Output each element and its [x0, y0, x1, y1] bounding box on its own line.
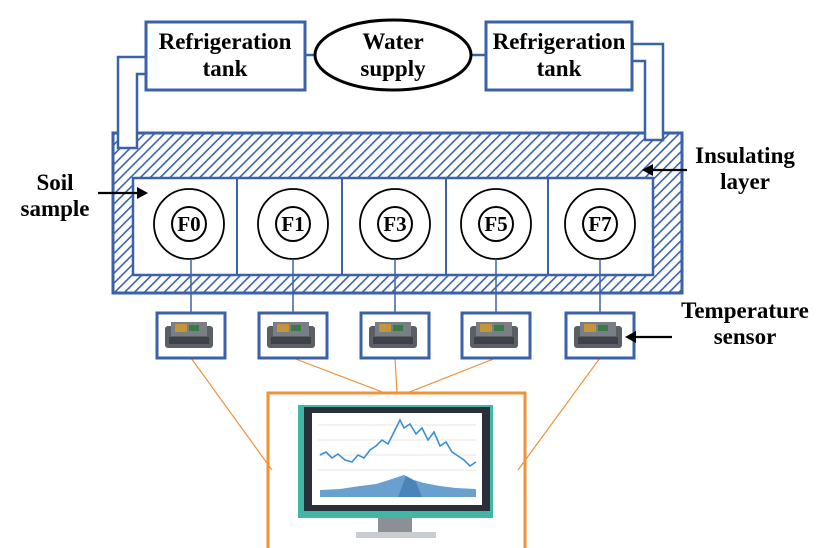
soil-sample-annotation: Soil sample	[21, 170, 148, 221]
sensor-device	[359, 311, 431, 360]
sample-label-f5: F5	[484, 212, 507, 236]
sample-label-f7: F7	[588, 212, 611, 236]
sensor-device	[460, 311, 532, 360]
right-tank-label-line2: tank	[537, 56, 582, 81]
sample-f7: F7	[564, 188, 636, 260]
temperature-sensor-label-line2: sensor	[714, 324, 777, 349]
left-tank-label-line1: Refrigeration	[159, 29, 292, 54]
left-pipe	[116, 55, 146, 150]
soil-sample-label-line1: Soil	[36, 170, 73, 195]
sample-label-f1: F1	[281, 212, 304, 236]
right-tank-label-line1: Refrigeration	[493, 29, 626, 54]
sensor-devices	[155, 311, 636, 360]
temperature-sensor-label-line1: Temperature	[681, 298, 809, 323]
sample-f1: F1	[257, 188, 329, 260]
sample-f0: F0	[153, 188, 225, 260]
right-pipe	[632, 42, 665, 142]
water-supply-label-line2: supply	[360, 56, 426, 81]
probe-wires	[190, 259, 601, 313]
sample-label-f3: F3	[383, 212, 406, 236]
sensor-device	[257, 311, 329, 360]
sensor-device	[564, 311, 636, 360]
data-wires	[190, 357, 601, 471]
insulating-layer-label-line2: layer	[720, 169, 770, 194]
sample-f3: F3	[359, 188, 431, 260]
insulating-layer-annotation: Insulating layer	[642, 143, 795, 194]
temperature-sensor-annotation: Temperature sensor	[625, 298, 809, 349]
water-supply: Water supply	[313, 18, 473, 92]
water-supply-label-line1: Water	[362, 29, 423, 54]
computer-monitor	[266, 391, 527, 548]
soil-sample-label-line2: sample	[21, 196, 90, 221]
screen-chart	[318, 418, 477, 497]
sample-f5: F5	[460, 188, 532, 260]
insulating-layer-label-line1: Insulating	[695, 143, 795, 168]
refrigeration-tank-right: Refrigeration tank	[484, 20, 634, 92]
sample-label-f0: F0	[177, 212, 200, 236]
refrigeration-tank-left: Refrigeration tank	[144, 20, 307, 92]
left-tank-label-line2: tank	[203, 56, 248, 81]
sensor-device	[155, 311, 227, 360]
